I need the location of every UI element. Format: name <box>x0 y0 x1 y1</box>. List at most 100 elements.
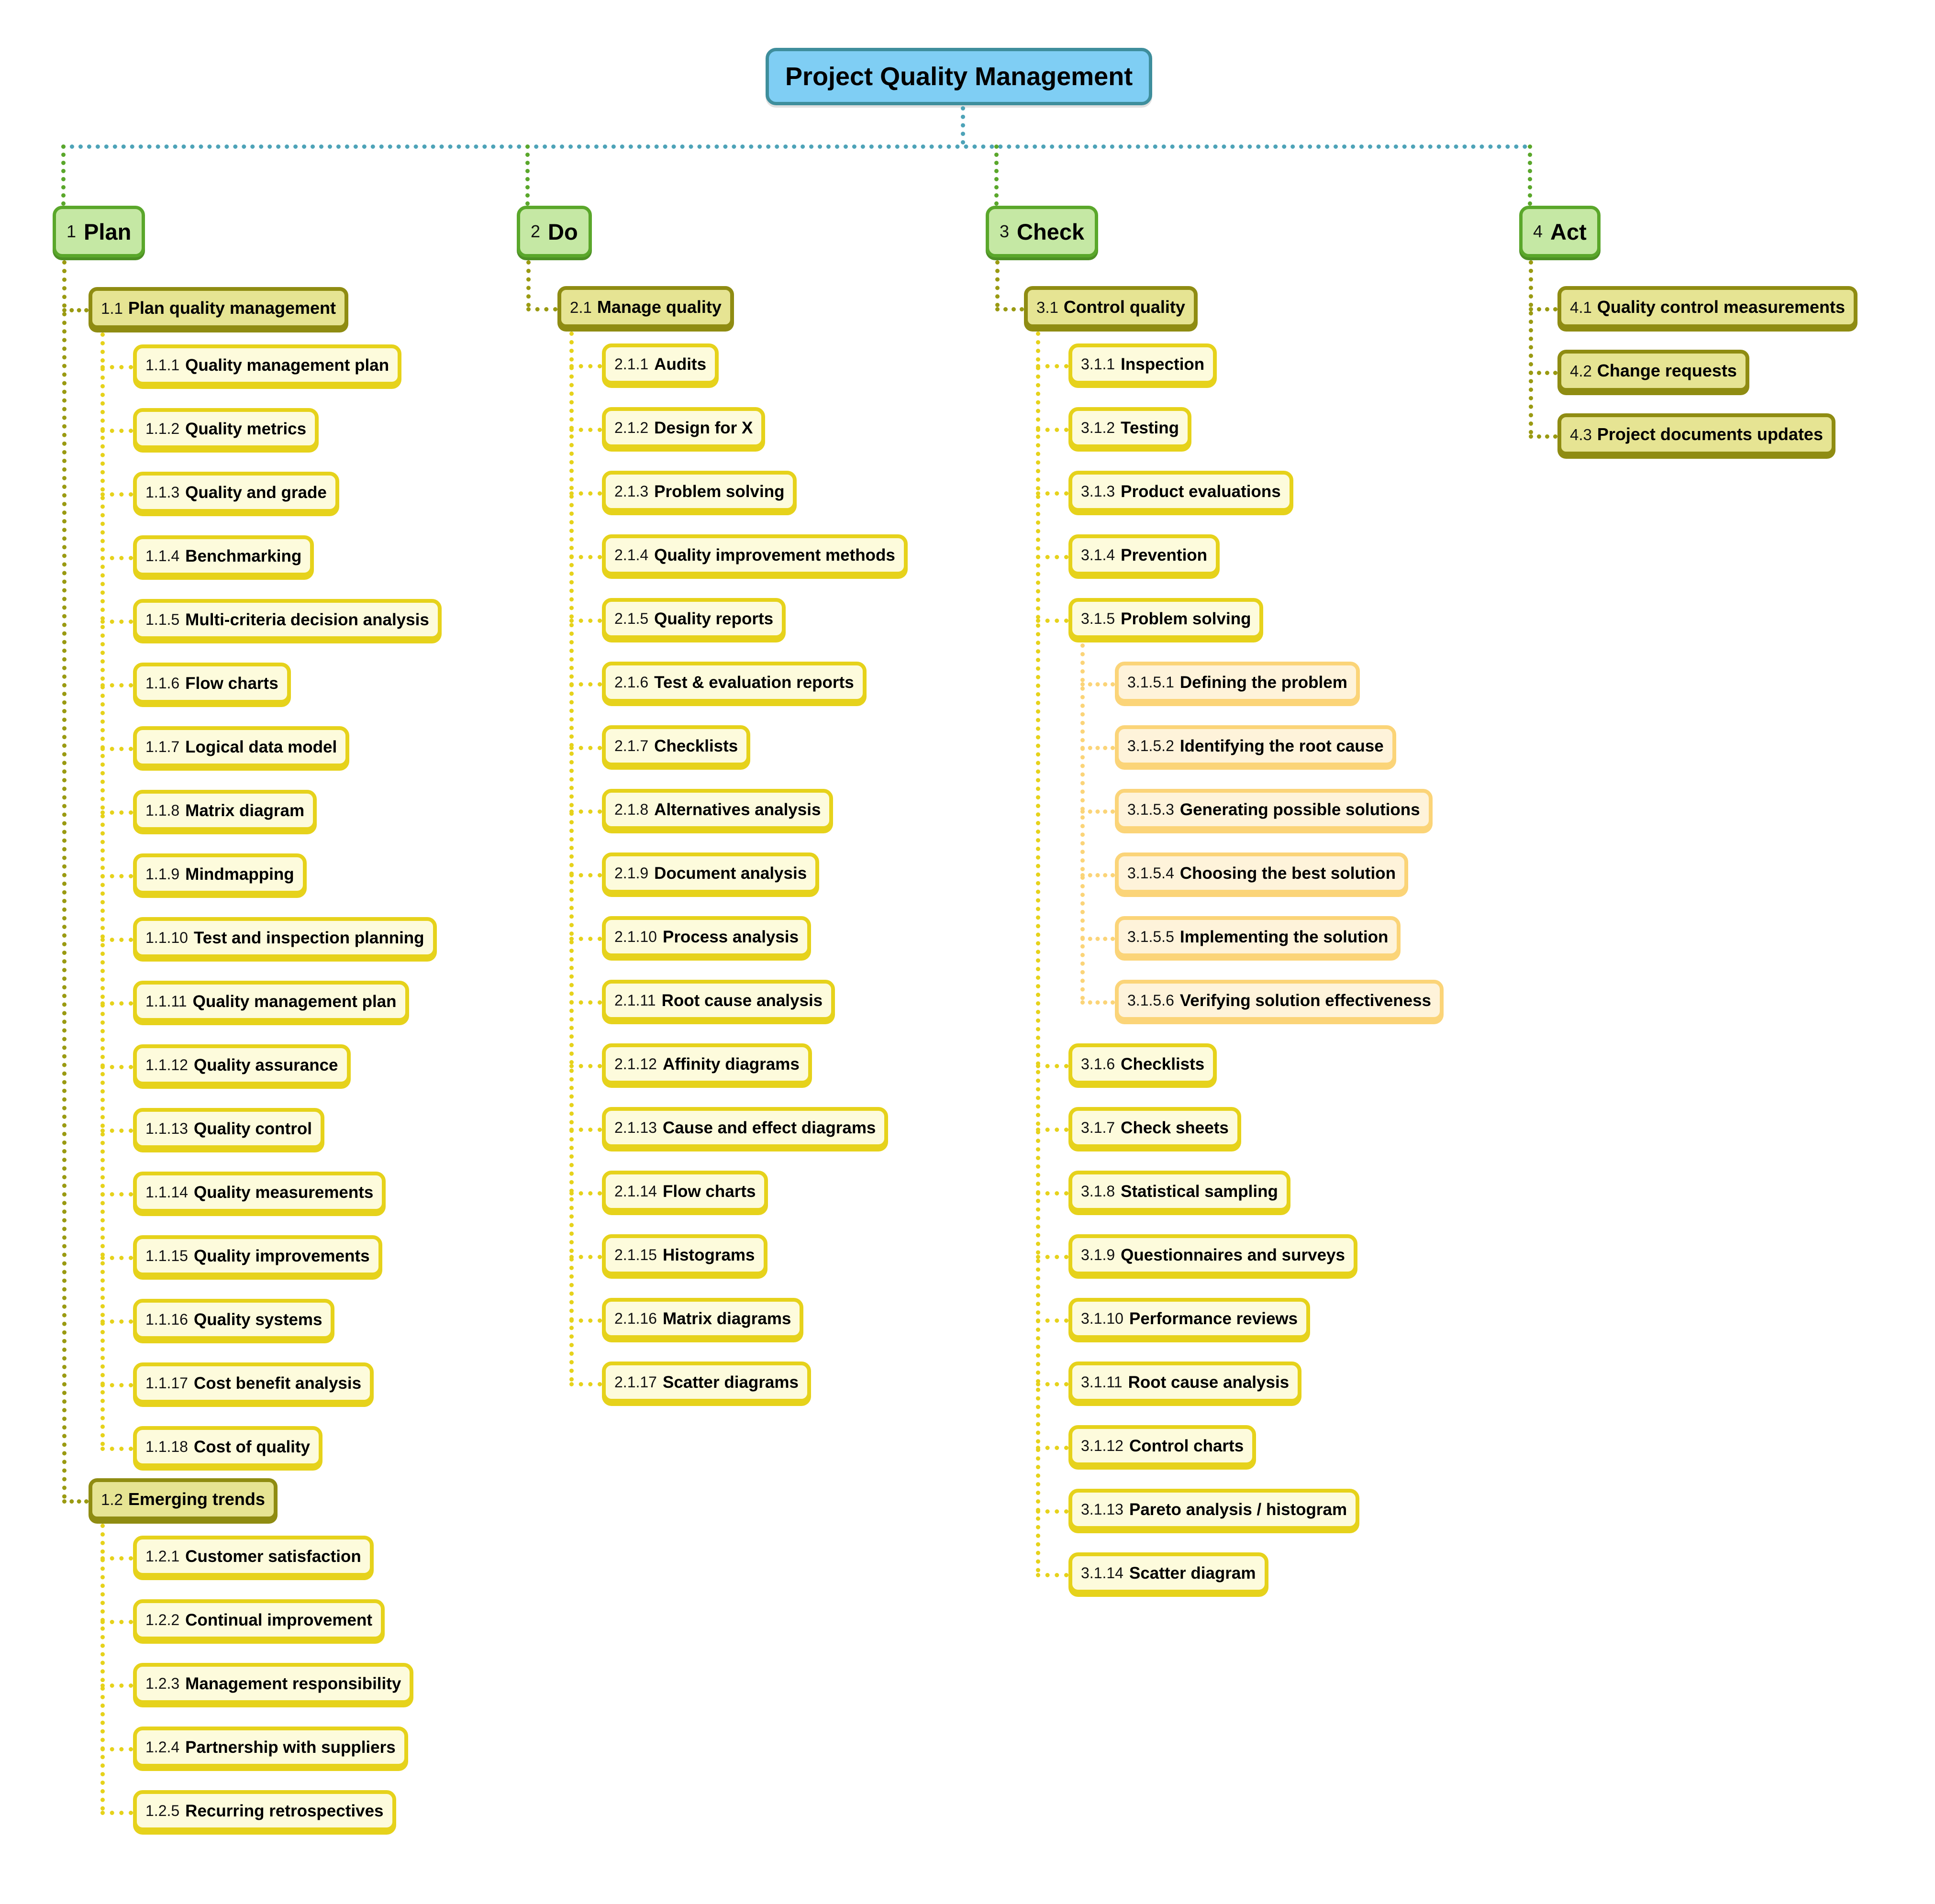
l3-elbow-1.1.15 <box>100 1256 133 1260</box>
l4-elbow-3.1.5.3 <box>1080 809 1115 814</box>
node-2.1.11-number: 2.1.11 <box>614 992 656 1009</box>
node-2.1.5-label: Quality reports <box>654 609 774 628</box>
l3-elbow-2.1.9 <box>569 873 602 877</box>
l3-elbow-1.1.3 <box>100 492 133 497</box>
node-1.1.18-label: Cost of quality <box>193 1437 311 1456</box>
root-node[interactable]: Project Quality Management <box>766 48 1153 105</box>
node-1.1.11-number: 1.1.11 <box>145 993 187 1010</box>
node-2.1.17-label: Scatter diagrams <box>662 1373 799 1392</box>
l3-elbow-3.1.14 <box>1036 1573 1068 1577</box>
node-2.1.7-label: Checklists <box>654 736 738 755</box>
l4-elbow-3.1.5.1 <box>1080 682 1115 686</box>
node-1.1.5-label: Multi-criteria decision analysis <box>185 610 429 629</box>
node-1.1.6-number: 1.1.6 <box>145 675 180 692</box>
l3-elbow-3.1.3 <box>1036 491 1068 496</box>
node-2.1.16-label: Matrix diagrams <box>662 1309 791 1328</box>
node-1.1.3-number: 1.1.3 <box>145 484 180 501</box>
node-3.1.5.6-label: Verifying solution effectiveness <box>1179 991 1432 1010</box>
l3-elbow-1.1.2 <box>100 429 133 433</box>
root-node-label: Project Quality Management <box>785 62 1133 91</box>
node-3.1.14-number: 3.1.14 <box>1081 1564 1123 1582</box>
node-2.1.12-number: 2.1.12 <box>614 1055 657 1073</box>
l3-elbow-1.1.12 <box>100 1065 133 1069</box>
node-2.1.2-number: 2.1.2 <box>614 419 649 436</box>
l3-elbow-1.1.5 <box>100 620 133 624</box>
node-2.1.10-number: 2.1.10 <box>614 928 657 945</box>
l4-elbow-3.1.5.2 <box>1080 746 1115 750</box>
node-1.2-label: Emerging trends <box>128 1489 265 1509</box>
